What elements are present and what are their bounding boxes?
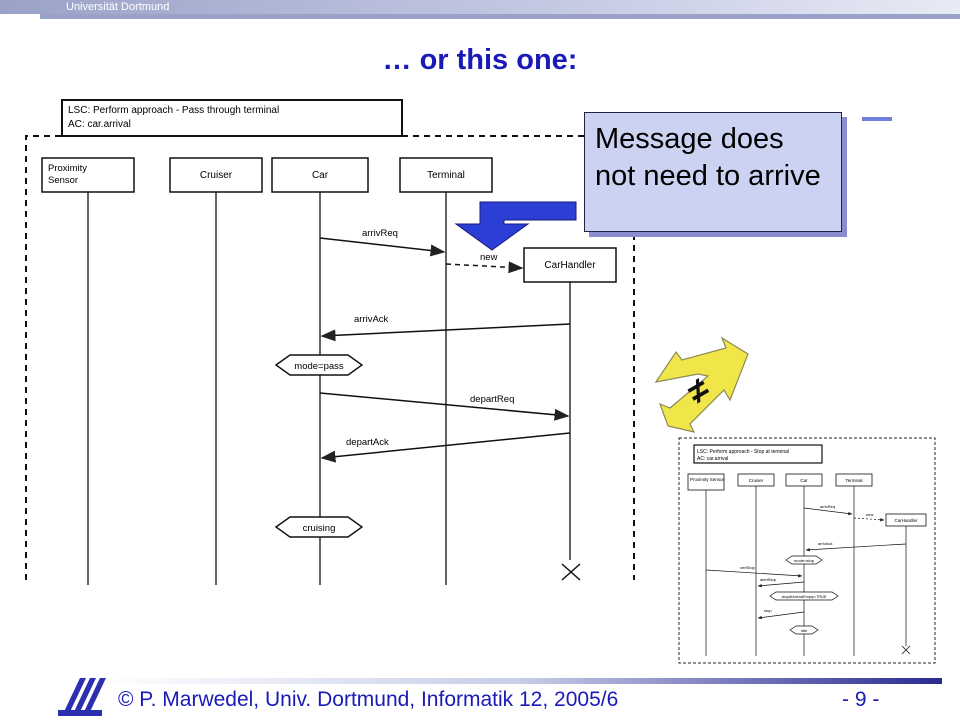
message-arrow — [320, 432, 571, 463]
message-label: new — [480, 252, 498, 263]
condition-hexagon: cruising — [274, 516, 364, 538]
message-label: arrivReq — [362, 228, 398, 239]
footer-copyright: © P. Marwedel, Univ. Dortmund, Informati… — [118, 688, 619, 711]
thumbnail-object: Proximity Sensor — [690, 477, 725, 482]
message-label: departAck — [346, 437, 389, 448]
callout-accent-line — [862, 117, 892, 121]
message-arrow — [319, 392, 570, 421]
condition-hexagon: mode=pass — [274, 354, 364, 376]
double-arrow-icon: ≠ — [654, 336, 749, 433]
thumbnail-message: alertStop — [760, 577, 777, 582]
thumbnail-condition: idle — [801, 628, 808, 633]
object-terminal: Terminal — [399, 157, 493, 193]
slide-title: … or this one: — [382, 44, 578, 76]
condition-label: cruising — [303, 523, 336, 534]
sequence-diagram: LSC: Perform approach - Pass through ter… — [25, 99, 936, 664]
lsc-activation: AC: car.arrival — [68, 119, 131, 130]
object-label: Terminal — [427, 170, 465, 181]
page-number: - 9 - — [842, 688, 880, 711]
thumbnail-lsc-ac: AC: car.arrival — [697, 456, 728, 462]
object-proximity-sensor: Proximity Sensor — [41, 157, 135, 193]
thumbnail-condition: stopAtArrivalEmpty=TRUE — [782, 595, 827, 599]
object-carhandler: CarHandler — [523, 247, 617, 283]
header-bar — [0, 0, 960, 19]
message-label: arrivAck — [354, 314, 389, 325]
footer-bar — [58, 678, 942, 716]
thumbnail-lsc-title: LSC: Perform approach - Stop at terminal — [697, 449, 789, 455]
thumbnail-message: stop — [764, 608, 772, 613]
object-label: Car — [312, 170, 329, 181]
message-arrow — [445, 261, 524, 274]
lsc-title: LSC: Perform approach - Pass through ter… — [68, 105, 279, 116]
termination-cross — [561, 563, 581, 581]
callout-box: Message does not need to arrive — [584, 112, 842, 232]
thumbnail-object: Terminal — [845, 478, 862, 483]
object-label: Cruiser — [200, 170, 233, 181]
uni-logo-icon — [58, 678, 106, 716]
thumbnail-condition: mode=stop — [794, 558, 815, 563]
blue-pointer-arrow — [454, 201, 577, 251]
thumbnail-message: certStop — [740, 565, 756, 570]
condition-label: mode=pass — [294, 361, 344, 372]
thumbnail-diagram: LSC: Perform approach - Stop at terminal… — [678, 437, 936, 664]
thumbnail-object: Cruiser — [749, 478, 764, 483]
thumbnail-object: CarHandler — [894, 518, 918, 523]
lsc-header-box — [61, 99, 403, 137]
object-car: Car — [271, 157, 369, 193]
object-cruiser: Cruiser — [169, 157, 263, 193]
object-label: CarHandler — [544, 260, 596, 271]
thumbnail-object: Car — [800, 478, 808, 483]
object-label: Proximity — [48, 163, 87, 174]
message-arrow — [320, 323, 571, 342]
object-label: Sensor — [48, 175, 78, 186]
message-label: departReq — [470, 394, 514, 405]
thumbnail-message: new — [866, 512, 873, 517]
thumbnail-message: arrivReq — [820, 504, 835, 509]
university-label: Universität Dortmund — [66, 1, 170, 13]
message-arrow — [319, 237, 446, 257]
thumbnail-message: arrivAck — [818, 541, 832, 546]
